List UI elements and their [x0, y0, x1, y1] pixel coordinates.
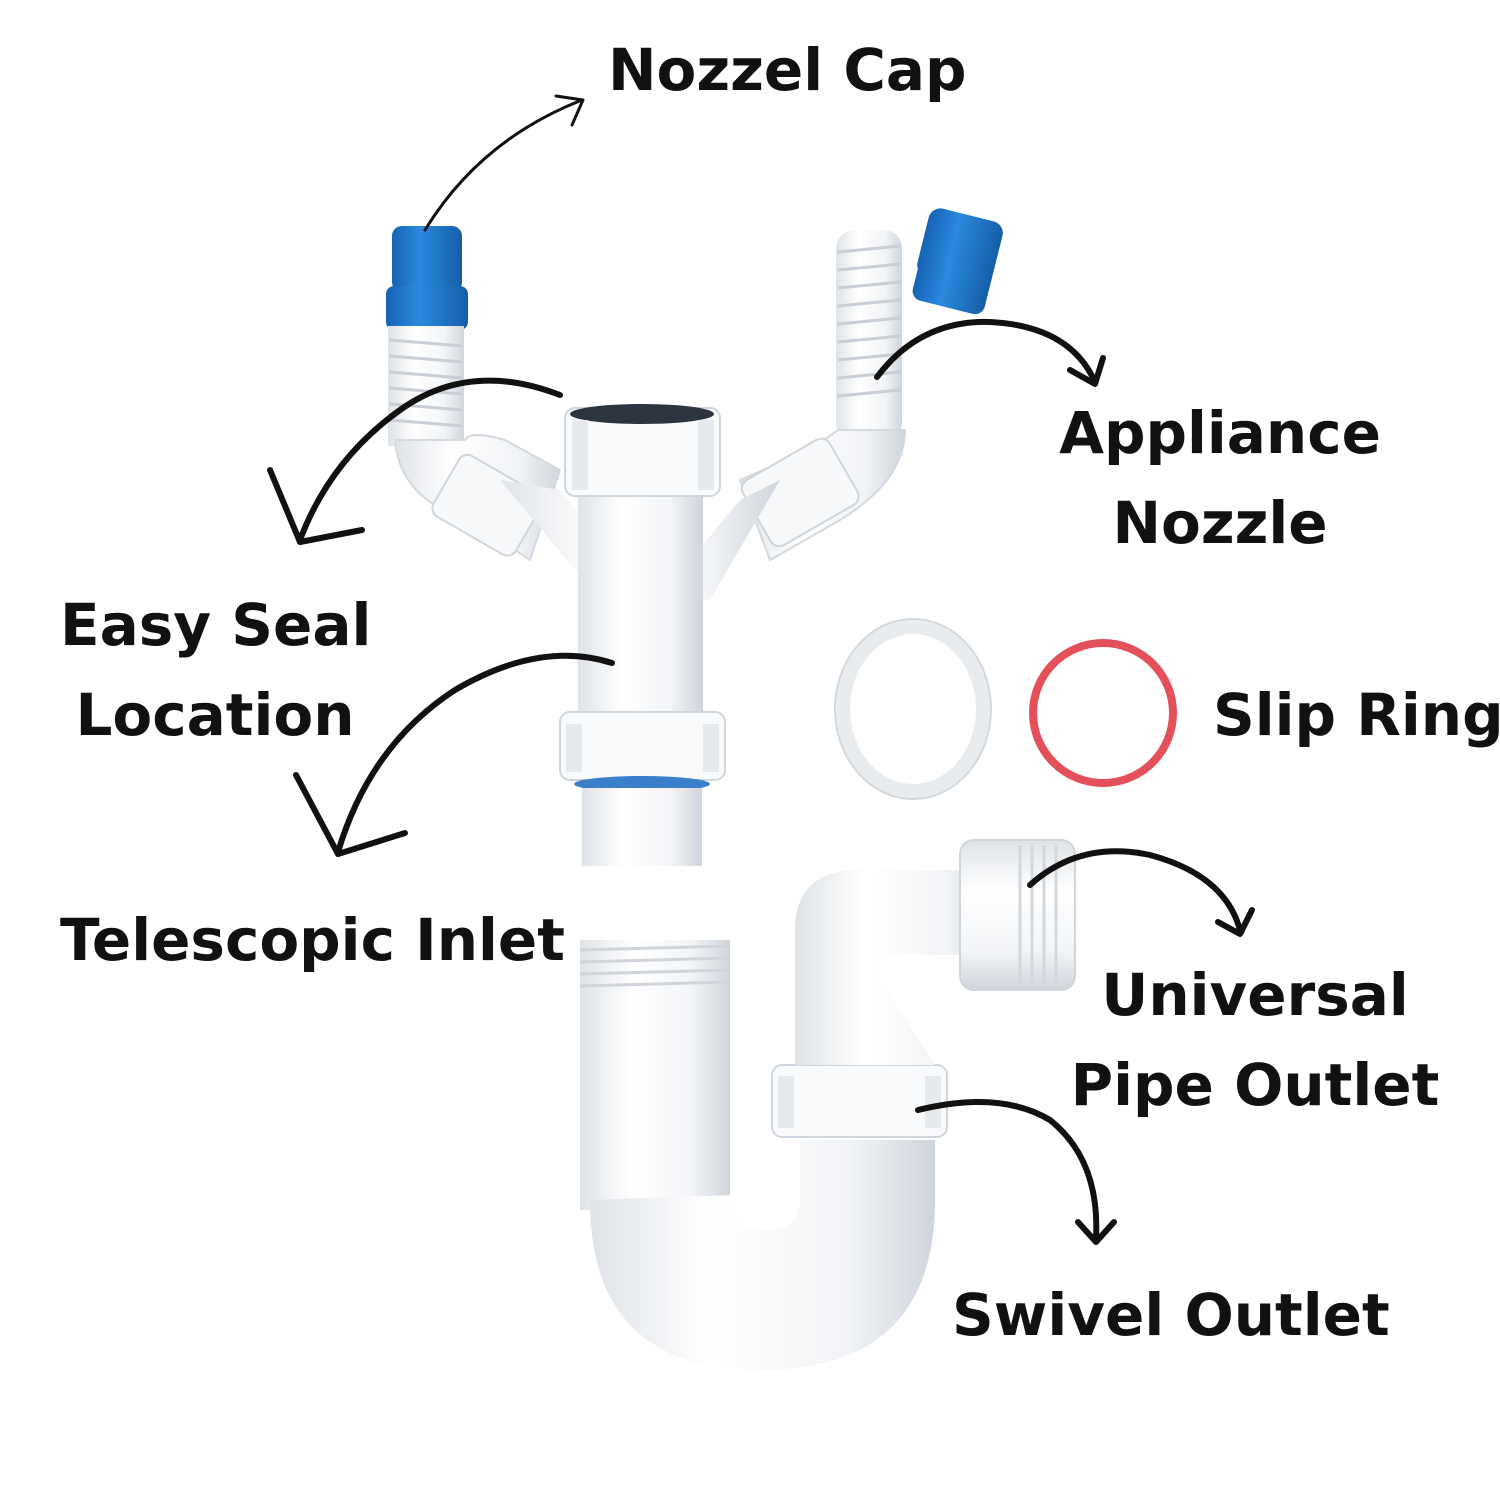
arrow-easy-seal-head: [267, 467, 365, 545]
arrow-swivel-outlet-head: [1075, 1219, 1117, 1245]
arrow-easy-seal: [297, 377, 563, 543]
label-easy-seal-line2: Location: [75, 681, 355, 749]
label-easy-seal-location: Easy Seal Location: [60, 580, 372, 760]
right-appliance-hose: [738, 230, 907, 562]
label-universal-pipe-outlet: Universal Pipe Outlet: [1060, 950, 1450, 1130]
y-junction-body: [500, 404, 780, 866]
arrow-universal-outlet: [1027, 848, 1243, 933]
label-easy-seal-line1: Easy Seal: [60, 591, 372, 659]
left-appliance-hose: [388, 326, 562, 562]
arrow-appliance-nozzle: [874, 318, 1098, 385]
bottom-trap: [579, 839, 1076, 1370]
arrow-universal-outlet-head: [1215, 907, 1255, 937]
label-universal-line2: Pipe Outlet: [1070, 1051, 1440, 1119]
label-universal-line1: Universal: [1101, 961, 1409, 1029]
label-telescopic-inlet-text: Telescopic Inlet: [60, 906, 565, 974]
arrow-telescopic-inlet: [335, 652, 615, 855]
label-slip-ring-text: Slip Ring: [1213, 681, 1500, 749]
label-swivel-outlet-text: Swivel Outlet: [952, 1281, 1390, 1349]
arrow-nozzel-cap-head: [554, 94, 585, 127]
arrow-appliance-nozzle-head: [1067, 355, 1106, 387]
label-swivel-outlet: Swivel Outlet: [952, 1270, 1390, 1360]
slip-ring-red: [1029, 639, 1177, 787]
right-nozzle-cap: [912, 208, 1003, 315]
label-nozzel-cap: Nozzel Cap: [608, 25, 967, 115]
arrow-nozzel-cap: [423, 98, 584, 232]
label-slip-ring: Slip Ring: [1213, 670, 1500, 760]
left-nozzle-cap: [386, 226, 468, 330]
slip-ring-white: [834, 618, 992, 800]
label-appliance-nozzle: Appliance Nozzle: [1055, 388, 1385, 568]
label-nozzel-cap-text: Nozzel Cap: [608, 36, 967, 104]
arrow-telescopic-inlet-head: [293, 772, 408, 857]
label-appliance-nozzle-line2: Nozzle: [1112, 489, 1328, 557]
arrow-swivel-outlet: [915, 1099, 1100, 1241]
label-appliance-nozzle-line1: Appliance: [1059, 399, 1381, 467]
label-telescopic-inlet: Telescopic Inlet: [60, 895, 565, 985]
